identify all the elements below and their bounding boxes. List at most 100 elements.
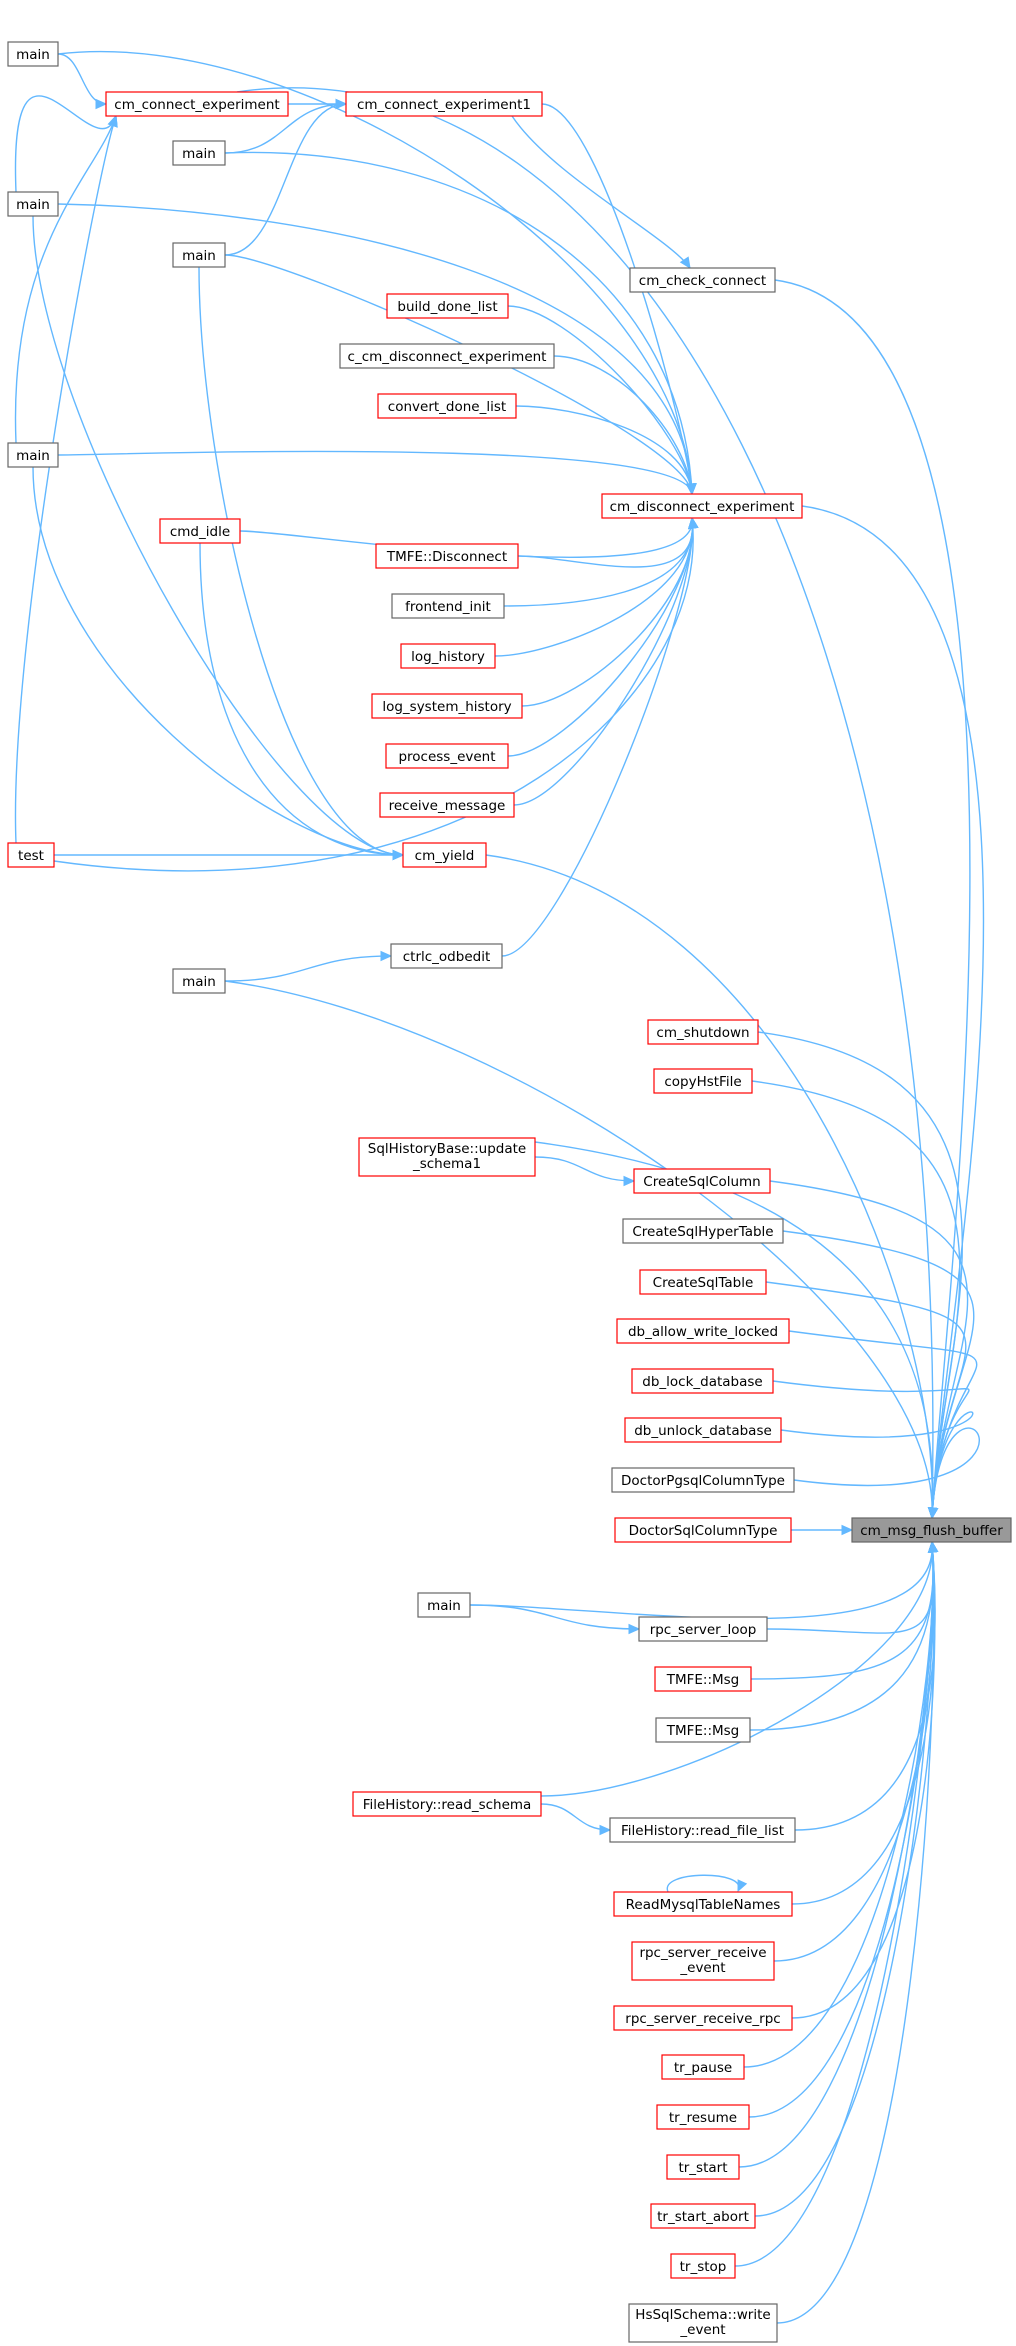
node-box: [105, 91, 289, 117]
node-box: [377, 393, 517, 419]
node-main-a[interactable]: main: [7, 41, 59, 67]
edge-tr-stop-to-cm-msg-flush-buffer: [734, 1541, 934, 2267]
edge-main-a-to-cm-connect-experiment: [57, 53, 107, 105]
node-label: db_unlock_database: [634, 1423, 772, 1439]
node-box: [371, 693, 523, 719]
node-rpc-server-loop[interactable]: rpc_server_loop: [638, 1616, 768, 1642]
node-DoctorSqlColumnType[interactable]: DoctorSqlColumnType: [614, 1517, 792, 1543]
node-tmfe-msg-1[interactable]: TMFE::Msg: [654, 1666, 752, 1692]
node-label: tr_stop: [680, 2259, 727, 2275]
edge-main-b-to-cm-connect-experiment1: [224, 103, 347, 154]
node-cm-msg-flush-buffer[interactable]: cm_msg_flush_buffer: [851, 1517, 1012, 1543]
node-process-event[interactable]: process_event: [385, 743, 509, 769]
node-read-file-list[interactable]: FileHistory::read_file_list: [609, 1817, 796, 1843]
node-box: [7, 842, 55, 868]
node-box: [375, 543, 519, 569]
node-box: [609, 1817, 796, 1843]
edge-cmd-idle-to-cm-yield: [199, 542, 404, 856]
node-CreateSqlHyperTable[interactable]: CreateSqlHyperTable: [622, 1218, 784, 1244]
node-frontend-init[interactable]: frontend_init: [391, 593, 505, 619]
node-main-g[interactable]: main: [417, 1592, 471, 1618]
edge-rpc-server-receive-event-to-cm-msg-flush-buffer: [773, 1541, 935, 1962]
node-tr-start-abort[interactable]: tr_start_abort: [650, 2203, 756, 2229]
node-ctrlc-odbedit[interactable]: ctrlc_odbedit: [390, 943, 503, 969]
node-CreateSqlTable[interactable]: CreateSqlTable: [639, 1269, 767, 1295]
node-label: rpc_server_receive: [639, 1945, 766, 1961]
node-main-d[interactable]: main: [172, 242, 226, 268]
node-main-b[interactable]: main: [172, 140, 226, 166]
node-label: frontend_init: [405, 599, 491, 615]
edge-main-c-to-cm-disconnect-experiment: [57, 203, 693, 495]
node-convert-done-list[interactable]: convert_done_list: [377, 393, 517, 419]
arrowhead: [392, 849, 405, 861]
node-box: [352, 1791, 542, 1817]
edge-tmfe-msg-1-to-cm-msg-flush-buffer: [750, 1541, 934, 1680]
node-tmfe-msg-2[interactable]: TMFE::Msg: [655, 1717, 751, 1743]
node-box: [385, 743, 509, 769]
edge-c-cm-disconnect-experiment-to-cm-disconnect-experiment: [553, 355, 693, 495]
node-box: [650, 2203, 756, 2229]
node-write-event[interactable]: HsSqlSchema::write_event: [628, 2303, 778, 2343]
node-tmfe-disconnect[interactable]: TMFE::Disconnect: [375, 543, 519, 569]
node-label: convert_done_list: [388, 399, 506, 415]
node-label: main: [16, 47, 50, 63]
node-cmd-idle[interactable]: cmd_idle: [159, 518, 241, 544]
node-box: [390, 943, 503, 969]
node-rpc-server-receive-rpc[interactable]: rpc_server_receive_rpc: [613, 2005, 793, 2031]
node-label: log_history: [411, 649, 485, 665]
edge-main-d-to-cm-disconnect-experiment: [224, 254, 693, 495]
node-copyHstFile[interactable]: copyHstFile: [653, 1068, 753, 1094]
node-box: [339, 343, 555, 369]
node-cm-shutdown[interactable]: cm_shutdown: [647, 1019, 759, 1045]
node-log-system-history[interactable]: log_system_history: [371, 693, 523, 719]
node-db-allow-write-locked[interactable]: db_allow_write_locked: [616, 1318, 790, 1344]
edge-main-e-to-cm-connect-experiment: [14, 115, 117, 444]
node-cm-connect-experiment1[interactable]: cm_connect_experiment1: [345, 91, 543, 117]
node-label: c_cm_disconnect_experiment: [348, 349, 547, 365]
node-c-cm-disconnect-experiment[interactable]: c_cm_disconnect_experiment: [339, 343, 555, 369]
edge-cm-check-connect-to-cm-msg-flush-buffer: [774, 279, 971, 1519]
node-update-schema1[interactable]: SqlHistoryBase::update_schema1: [358, 1137, 536, 1177]
node-label: ctrlc_odbedit: [403, 949, 491, 965]
node-label: CreateSqlColumn: [643, 1174, 760, 1190]
arrowhead: [628, 1623, 641, 1635]
node-main-e[interactable]: main: [7, 442, 59, 468]
node-test[interactable]: test: [7, 842, 55, 868]
node-box: [7, 442, 59, 468]
node-ReadMysqlTableNames[interactable]: ReadMysqlTableNames: [613, 1891, 793, 1917]
node-box: [631, 1368, 774, 1394]
node-cm-connect-experiment[interactable]: cm_connect_experiment: [105, 91, 289, 117]
node-label: db_allow_write_locked: [628, 1324, 778, 1340]
node-box: [417, 1592, 471, 1618]
node-tr-resume[interactable]: tr_resume: [656, 2104, 750, 2130]
node-rpc-server-receive-event[interactable]: rpc_server_receive_event: [631, 1941, 775, 1981]
node-db-lock-database[interactable]: db_lock_database: [631, 1368, 774, 1394]
node-tr-start[interactable]: tr_start: [666, 2154, 740, 2180]
node-tr-stop[interactable]: tr_stop: [670, 2253, 736, 2279]
edge-rpc-server-loop-to-cm-msg-flush-buffer: [766, 1541, 935, 1634]
node-log-history[interactable]: log_history: [400, 643, 496, 669]
node-box: [613, 1891, 793, 1917]
node-main-f[interactable]: main: [172, 968, 226, 994]
node-db-unlock-database[interactable]: db_unlock_database: [624, 1417, 782, 1443]
node-CreateSqlColumn[interactable]: CreateSqlColumn: [633, 1168, 771, 1194]
node-read-schema[interactable]: FileHistory::read_schema: [352, 1791, 542, 1817]
node-label: tr_resume: [669, 2110, 737, 2126]
node-main-c[interactable]: main: [7, 191, 59, 217]
node-box: [379, 792, 515, 818]
node-cm-yield[interactable]: cm_yield: [402, 842, 487, 868]
node-build-done-list[interactable]: build_done_list: [386, 293, 509, 319]
edge-cm-shutdown-to-cm-msg-flush-buffer: [757, 1031, 963, 1519]
node-DoctorPgsqlColumnType[interactable]: DoctorPgsqlColumnType: [611, 1467, 795, 1493]
node-cm-disconnect-experiment[interactable]: cm_disconnect_experiment: [601, 493, 803, 519]
node-label: copyHstFile: [664, 1074, 741, 1090]
node-tr-pause[interactable]: tr_pause: [661, 2054, 745, 2080]
node-label: main: [16, 197, 50, 213]
node-label: TMFE::Msg: [666, 1723, 740, 1739]
node-cm-check-connect[interactable]: cm_check_connect: [629, 267, 776, 293]
edge-main-a-to-cm-disconnect-experiment: [57, 50, 693, 495]
edge-cm-connect-experiment1-to-cm-check-connect: [511, 115, 691, 269]
node-receive-message[interactable]: receive_message: [379, 792, 515, 818]
edge-tr-start-to-cm-msg-flush-buffer: [738, 1541, 934, 2168]
arrowhead: [737, 1879, 748, 1893]
